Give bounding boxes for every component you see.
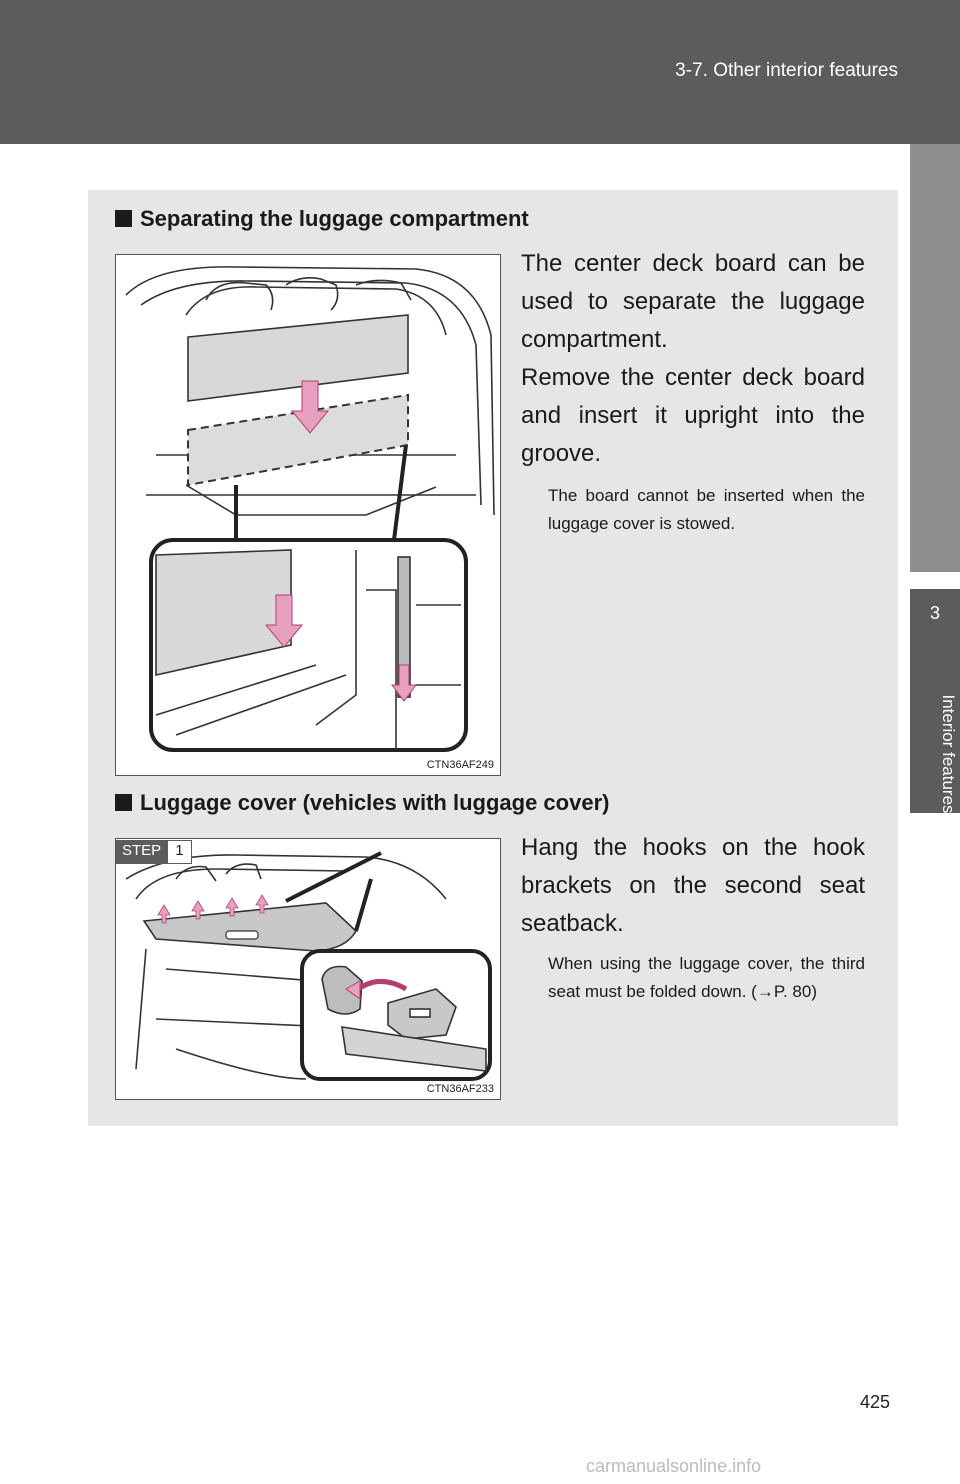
figure-code: CTN36AF233 (426, 1083, 494, 1095)
section1-heading-text: Separating the luggage compartment (140, 206, 529, 231)
chapter-tab: 3 (910, 589, 960, 813)
step-badge: STEP 1 (116, 840, 192, 864)
figure-code: CTN36AF249 (426, 759, 494, 771)
section2-paragraph1: Hang the hooks on the hook brackets on t… (521, 834, 865, 937)
luggage-cover-figure: CTN36AF233 (115, 838, 501, 1100)
section2-note: When using the luggage cover, the third … (548, 954, 865, 1001)
step-label: STEP (116, 840, 168, 864)
page-header: 3-7. Other interior features (0, 0, 960, 144)
step-number: 1 (167, 840, 192, 864)
section1-heading: Separating the luggage compartment (115, 206, 529, 232)
deck-board-figure: CTN36AF249 (115, 254, 501, 776)
chapter-title: Interior features (939, 694, 958, 814)
side-tab-block (910, 144, 960, 572)
chapter-title-wrap: Interior features (928, 664, 958, 864)
luggage-cover-illustration (125, 851, 492, 1081)
section1-note: The board cannot be inserted when the lu… (548, 486, 865, 533)
section2-heading: Luggage cover (vehicles with luggage cov… (115, 790, 609, 816)
page-number: 425 (860, 1392, 891, 1412)
footer-watermark: carmanualsonline.info (586, 1456, 762, 1476)
deck-board-illustration (125, 266, 495, 752)
section2-heading-text: Luggage cover (vehicles with luggage cov… (140, 790, 610, 815)
chapter-number: 3 (929, 603, 940, 623)
section1-paragraph1: The center deck board can be used to sep… (521, 250, 865, 353)
square-bullet-icon (115, 794, 132, 811)
square-bullet-icon (115, 210, 132, 227)
section-title: 3-7. Other interior features (675, 60, 898, 81)
chapter-side-tab: 3 Interior features (910, 144, 960, 1484)
section1-paragraph2: Remove the center deck board and insert … (521, 364, 865, 467)
